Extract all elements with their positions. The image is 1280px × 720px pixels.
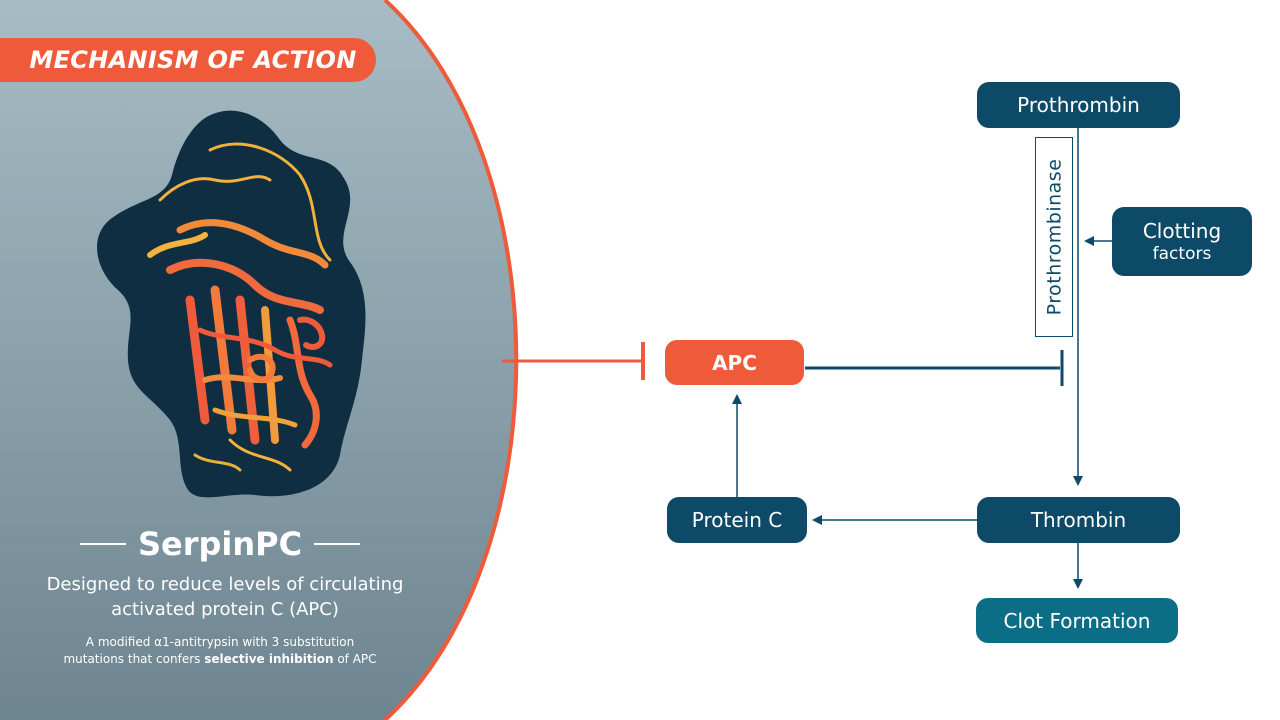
product-description: A modified α1-antitrypsin with 3 substit… <box>40 634 400 668</box>
node-prothrombin: Prothrombin <box>977 82 1180 128</box>
enzyme-prothrombinase-label: Prothrombinase <box>1043 158 1065 316</box>
node-apc-label: APC <box>712 350 757 375</box>
desc-line-2-prefix: mutations that confers <box>63 652 205 666</box>
enzyme-prothrombinase: Prothrombinase <box>1035 137 1073 337</box>
node-clotting-line-2: factors <box>1152 243 1212 264</box>
desc-line-1: A modified α1-antitrypsin with 3 substit… <box>85 635 355 649</box>
subtitle-line-2: activated protein C (APC) <box>111 599 339 620</box>
node-clot-formation-label: Clot Formation <box>1003 608 1151 633</box>
node-protein-c: Protein C <box>667 497 807 543</box>
product-subtitle: Designed to reduce levels of circulating… <box>20 572 430 622</box>
desc-line-2: mutations that confers selective inhibit… <box>40 651 400 668</box>
node-apc: APC <box>665 340 804 385</box>
node-clotting-line-1: Clotting <box>1142 218 1222 243</box>
node-prothrombin-label: Prothrombin <box>1017 93 1140 117</box>
mechanism-badge: MECHANISM OF ACTION <box>0 38 376 82</box>
title-rule-left <box>80 543 126 545</box>
node-clot-formation: Clot Formation <box>976 598 1178 643</box>
node-clotting-factors: Clotting factors <box>1112 207 1252 276</box>
protein-surface <box>97 110 366 498</box>
subtitle-line-1: Designed to reduce levels of circulating <box>46 574 404 595</box>
protein-ribbons <box>147 142 333 472</box>
node-thrombin-label: Thrombin <box>1030 508 1127 532</box>
product-title: SerpinPC <box>80 522 360 566</box>
title-rule-right <box>314 543 360 545</box>
product-name: SerpinPC <box>137 525 303 563</box>
desc-line-2-suffix: of APC <box>333 652 377 666</box>
node-thrombin: Thrombin <box>977 497 1180 543</box>
node-protein-c-label: Protein C <box>691 508 783 532</box>
desc-line-2-bold: selective inhibition <box>204 652 334 666</box>
